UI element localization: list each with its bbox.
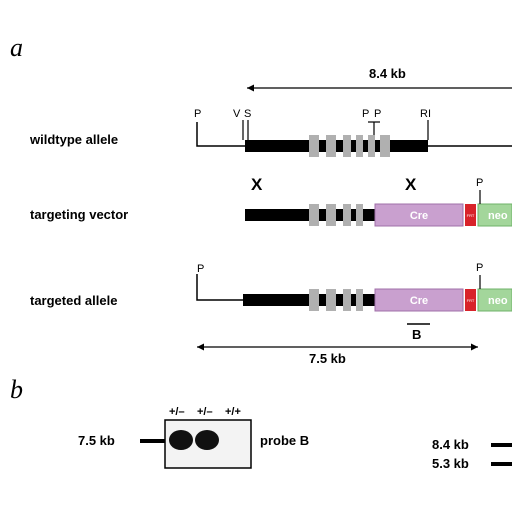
vector-site-p: P	[476, 177, 483, 189]
wildtype-span-label: 8.4 kb	[369, 66, 406, 81]
targeted-cre-cassette	[374, 288, 464, 312]
wildtype-exon	[368, 135, 375, 157]
targeted-span-arrowhead-right	[471, 343, 478, 351]
vector-neo-label: neo	[488, 210, 508, 222]
right-size-label: 5.3 kb	[432, 456, 469, 471]
vector-neo-cassette	[477, 203, 512, 227]
blot-band	[195, 430, 219, 450]
vector-exon	[343, 204, 351, 226]
targeted-allele: targeted allele P Cre FRT neo P B 7.5 kb	[30, 262, 512, 366]
wildtype-homology-region	[245, 140, 428, 152]
wildtype-backbone-left	[196, 122, 245, 147]
vector-label: targeting vector	[30, 207, 128, 222]
targeted-site-p-right: P	[476, 262, 483, 274]
targeted-label: targeted allele	[30, 293, 117, 308]
site-ri: RI	[420, 108, 431, 120]
targeting-vector: targeting vector Cre FRT neo P	[30, 177, 512, 227]
targeted-exon	[343, 289, 351, 311]
vector-cre-cassette	[374, 203, 464, 227]
targeted-exon	[356, 289, 363, 311]
wildtype-exon	[309, 135, 319, 157]
panel-a-label: a	[10, 33, 23, 62]
site-p: P	[374, 108, 381, 120]
vector-exon	[356, 204, 363, 226]
site-v: V	[233, 108, 241, 120]
wildtype-allele: 8.4 kb wildtype allele P V S P P RI	[29, 66, 512, 157]
wildtype-exon	[380, 135, 390, 157]
panel-b-label: b	[10, 375, 23, 404]
vector-cre-label: Cre	[410, 210, 428, 222]
lane-label: +/+	[225, 406, 241, 418]
site-s: S	[244, 108, 251, 120]
vector-frt-label: FRT	[467, 213, 475, 218]
site-p: P	[194, 108, 201, 120]
targeted-exon	[309, 289, 319, 311]
targeted-frt-label: FRT	[467, 298, 475, 303]
targeted-span-label: 7.5 kb	[309, 351, 346, 366]
lane-label: +/–	[169, 406, 185, 418]
probe-b-label: B	[412, 327, 421, 342]
vector-frt-site	[465, 204, 476, 226]
blot-size-label: 7.5 kb	[78, 433, 115, 448]
vector-exon	[309, 204, 319, 226]
blot-band	[169, 430, 193, 450]
targeted-site-p-left: P	[197, 263, 204, 275]
site-p: P	[362, 108, 369, 120]
wildtype-exon	[343, 135, 351, 157]
targeted-backbone-left	[196, 274, 243, 301]
targeted-cre-label: Cre	[410, 295, 428, 307]
crossover-mark-right: X	[405, 175, 417, 194]
wildtype-span-arrowhead	[247, 84, 254, 92]
blot-probe-label: probe B	[260, 433, 309, 448]
wildtype-label: wildtype allele	[29, 132, 118, 147]
crossover-mark-left: X	[251, 175, 263, 194]
targeted-neo-label: neo	[488, 295, 508, 307]
vector-exon	[326, 204, 336, 226]
targeted-span-arrowhead-left	[197, 343, 204, 351]
targeted-exon	[326, 289, 336, 311]
lane-label: +/–	[197, 406, 213, 418]
right-size-label: 8.4 kb	[432, 437, 469, 452]
wildtype-exon	[356, 135, 363, 157]
southern-blot: +/– +/– +/+ 7.5 kb probe B 8.4 kb 5.3 kb	[78, 406, 512, 471]
targeted-neo-cassette	[477, 288, 512, 312]
targeted-frt-site	[465, 289, 476, 311]
wildtype-exon	[326, 135, 336, 157]
